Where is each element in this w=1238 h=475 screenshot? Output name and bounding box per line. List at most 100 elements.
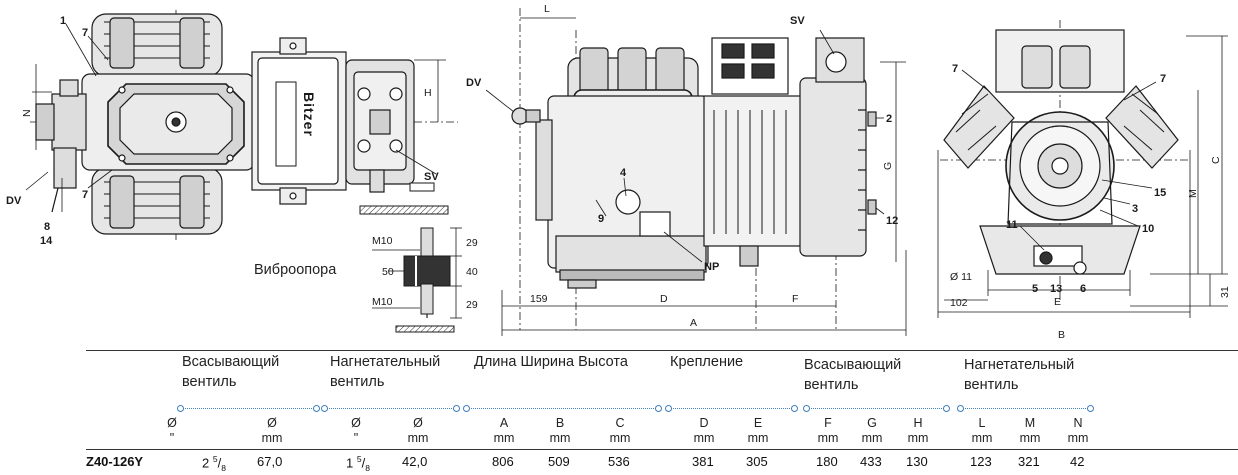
mount-label-40: 40 <box>466 266 478 278</box>
part-label-2: 2 <box>886 113 892 125</box>
dim-label-l: L <box>544 3 550 15</box>
cell-e: 305 <box>746 454 768 469</box>
group-divider-6 <box>960 408 1090 409</box>
group-header-discharge-1: Нагнетательный вентиль <box>330 354 441 390</box>
group-header-dimensions: Длина Ширина Высота <box>474 354 628 370</box>
part-label-11: 11 <box>1006 219 1018 231</box>
dim-label-a: A <box>690 317 697 329</box>
mount-label-29-bottom: 29 <box>466 299 478 311</box>
model-name: Z40-126Y <box>86 454 144 469</box>
group-header-suction-2: Всасывающий вентиль <box>804 357 902 393</box>
front-view <box>937 20 1228 318</box>
part-label-8: 8 <box>44 221 50 233</box>
cell-m: 321 <box>1018 454 1040 469</box>
technical-drawing: 1 7 7 DV 8 14 N H SV Bitzer M10 M10 50 2… <box>6 3 1231 341</box>
cell-d: 381 <box>692 454 714 469</box>
dim-label-159: 159 <box>530 293 548 305</box>
dim-label-b: B <box>1058 329 1065 341</box>
label-sv-side-view: SV <box>790 15 805 27</box>
dim-label-102: 102 <box>950 297 968 309</box>
dim-label-hole: Ø 11 <box>950 271 972 283</box>
cell-suction-inch: 2 5/8 <box>202 454 226 473</box>
group-divider-1-dot <box>177 405 184 412</box>
col-header-discharge-inch: Ø" <box>351 416 361 445</box>
group-divider-1-dot-end <box>313 405 320 412</box>
cell-discharge-mm: 42,0 <box>402 454 428 469</box>
cell-discharge-inch: 1 5/8 <box>346 454 370 473</box>
cell-h: 130 <box>906 454 928 469</box>
part-label-6: 6 <box>1080 283 1086 295</box>
part-label-1: 1 <box>60 15 66 27</box>
bitzer-logo: Bitzer <box>301 92 317 137</box>
table-header-rule <box>86 449 1238 450</box>
dim-label-m: M <box>1187 189 1199 198</box>
table-top-rule <box>86 350 1238 351</box>
part-label-10: 10 <box>1142 223 1154 235</box>
cell-g: 433 <box>860 454 882 469</box>
group-divider-4 <box>668 408 794 409</box>
part-label-9: 9 <box>598 213 604 225</box>
side-view <box>485 8 907 336</box>
mount-label-m10-bottom: M10 <box>372 296 393 308</box>
group-divider-4-dot-end <box>791 405 798 412</box>
col-header-suction-inch: Ø" <box>167 416 177 445</box>
group-header-suction-1: Всасывающий вентиль <box>182 354 280 390</box>
part-label-14: 14 <box>40 235 53 247</box>
group-divider-2 <box>324 408 456 409</box>
vibration-mount <box>359 182 462 333</box>
dim-label-31: 31 <box>1219 286 1231 298</box>
part-label-12: 12 <box>886 215 898 227</box>
group-divider-6-dot <box>957 405 964 412</box>
part-label-7-right: 7 <box>1160 73 1166 85</box>
dim-label-f: F <box>792 293 798 305</box>
dim-label-n: N <box>21 109 33 117</box>
label-dv-side-view: DV <box>466 77 482 89</box>
part-label-7-bottom: 7 <box>82 189 88 201</box>
label-dv-top-view: DV <box>6 195 22 207</box>
group-header-mounting: Крепление <box>670 354 744 370</box>
mount-label: Виброопора <box>254 262 337 278</box>
group-divider-4-dot <box>665 405 672 412</box>
cell-b: 509 <box>548 454 570 469</box>
cell-f: 180 <box>816 454 838 469</box>
dim-label-h: H <box>424 87 432 99</box>
cell-a: 806 <box>492 454 514 469</box>
label-np: NP <box>704 261 719 273</box>
group-divider-5-dot-end <box>943 405 950 412</box>
cell-n: 42 <box>1070 454 1085 469</box>
dim-label-c: C <box>1210 156 1222 164</box>
dim-label-g: G <box>882 162 894 170</box>
group-divider-2-dot <box>321 405 328 412</box>
group-divider-6-dot-end <box>1087 405 1094 412</box>
dim-label-d: D <box>660 293 668 305</box>
cell-suction-mm: 67,0 <box>257 454 283 469</box>
group-divider-1 <box>180 408 316 409</box>
part-label-7-top: 7 <box>82 27 88 39</box>
group-header-discharge-2: Нагнетательный вентиль <box>964 357 1075 393</box>
part-label-7-left: 7 <box>952 63 958 75</box>
part-label-13: 13 <box>1050 283 1062 295</box>
cell-l: 123 <box>970 454 992 469</box>
part-label-4: 4 <box>620 167 627 179</box>
group-divider-3-dot <box>463 405 470 412</box>
mount-label-50: 50 <box>382 266 394 278</box>
group-divider-5 <box>806 408 946 409</box>
part-label-15: 15 <box>1154 187 1166 199</box>
cell-c: 536 <box>608 454 630 469</box>
group-divider-5-dot <box>803 405 810 412</box>
label-sv-top-view: SV <box>424 171 439 183</box>
group-divider-2-dot-end <box>453 405 460 412</box>
part-label-3: 3 <box>1132 203 1138 215</box>
